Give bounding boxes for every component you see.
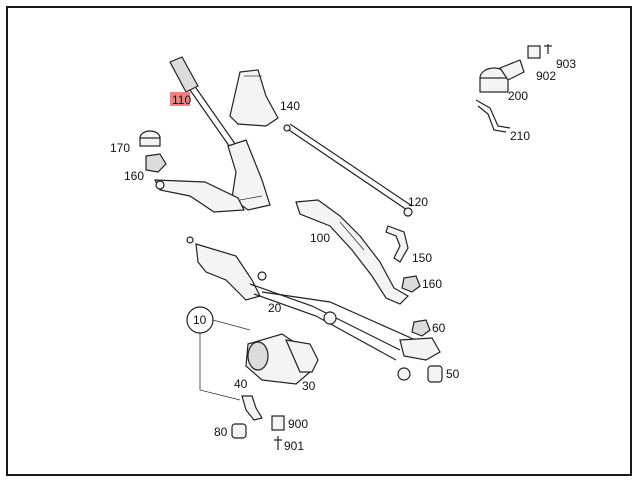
- label-903[interactable]: 903: [556, 57, 576, 71]
- grommet-80[interactable]: [231, 423, 247, 439]
- arm-cover[interactable]: [229, 69, 279, 127]
- label-900[interactable]: 900: [288, 417, 308, 431]
- label-20[interactable]: 20: [268, 301, 282, 315]
- label-200[interactable]: 200: [508, 89, 528, 103]
- clip-150[interactable]: [385, 225, 409, 263]
- cap-170[interactable]: [139, 130, 161, 147]
- label-10[interactable]: 10: [193, 313, 207, 327]
- label-160-left[interactable]: 160: [124, 169, 144, 183]
- nut-60[interactable]: [411, 319, 431, 337]
- pin-901[interactable]: [274, 436, 282, 450]
- label-30[interactable]: 30: [302, 379, 316, 393]
- highlight-110: [170, 92, 190, 106]
- label-902[interactable]: 902: [536, 69, 556, 83]
- sensor-200[interactable]: [479, 59, 525, 93]
- callout-10: [186, 306, 251, 401]
- grommet-50[interactable]: [427, 365, 443, 383]
- label-160-right[interactable]: 160: [422, 277, 442, 291]
- diagram-frame: [6, 6, 632, 476]
- clip-902[interactable]: [527, 45, 541, 59]
- label-150[interactable]: 150: [412, 251, 432, 265]
- label-100[interactable]: 100: [310, 231, 330, 245]
- label-901[interactable]: 901: [284, 439, 304, 453]
- label-120[interactable]: 120: [408, 195, 428, 209]
- wiper-arm-assembly[interactable]: [154, 56, 271, 213]
- label-40[interactable]: 40: [234, 377, 248, 391]
- wiper-blade[interactable]: [283, 123, 413, 217]
- wiper-arm-100[interactable]: [295, 199, 409, 305]
- label-140[interactable]: 140: [280, 99, 300, 113]
- label-60[interactable]: 60: [432, 321, 446, 335]
- label-210[interactable]: 210: [510, 129, 530, 143]
- label-50[interactable]: 50: [446, 367, 460, 381]
- bracket-40[interactable]: [241, 395, 263, 421]
- label-110[interactable]: 110: [172, 93, 191, 107]
- label-80[interactable]: 80: [214, 425, 228, 439]
- nut-160-left[interactable]: [145, 153, 167, 173]
- label-170[interactable]: 170: [110, 141, 130, 155]
- nut-160-right[interactable]: [401, 275, 421, 293]
- linkage-frame[interactable]: [186, 236, 441, 381]
- wiper-motor[interactable]: [245, 333, 319, 385]
- connector-900[interactable]: [271, 415, 285, 431]
- pin-903[interactable]: [544, 44, 552, 54]
- bracket-210[interactable]: [475, 99, 511, 133]
